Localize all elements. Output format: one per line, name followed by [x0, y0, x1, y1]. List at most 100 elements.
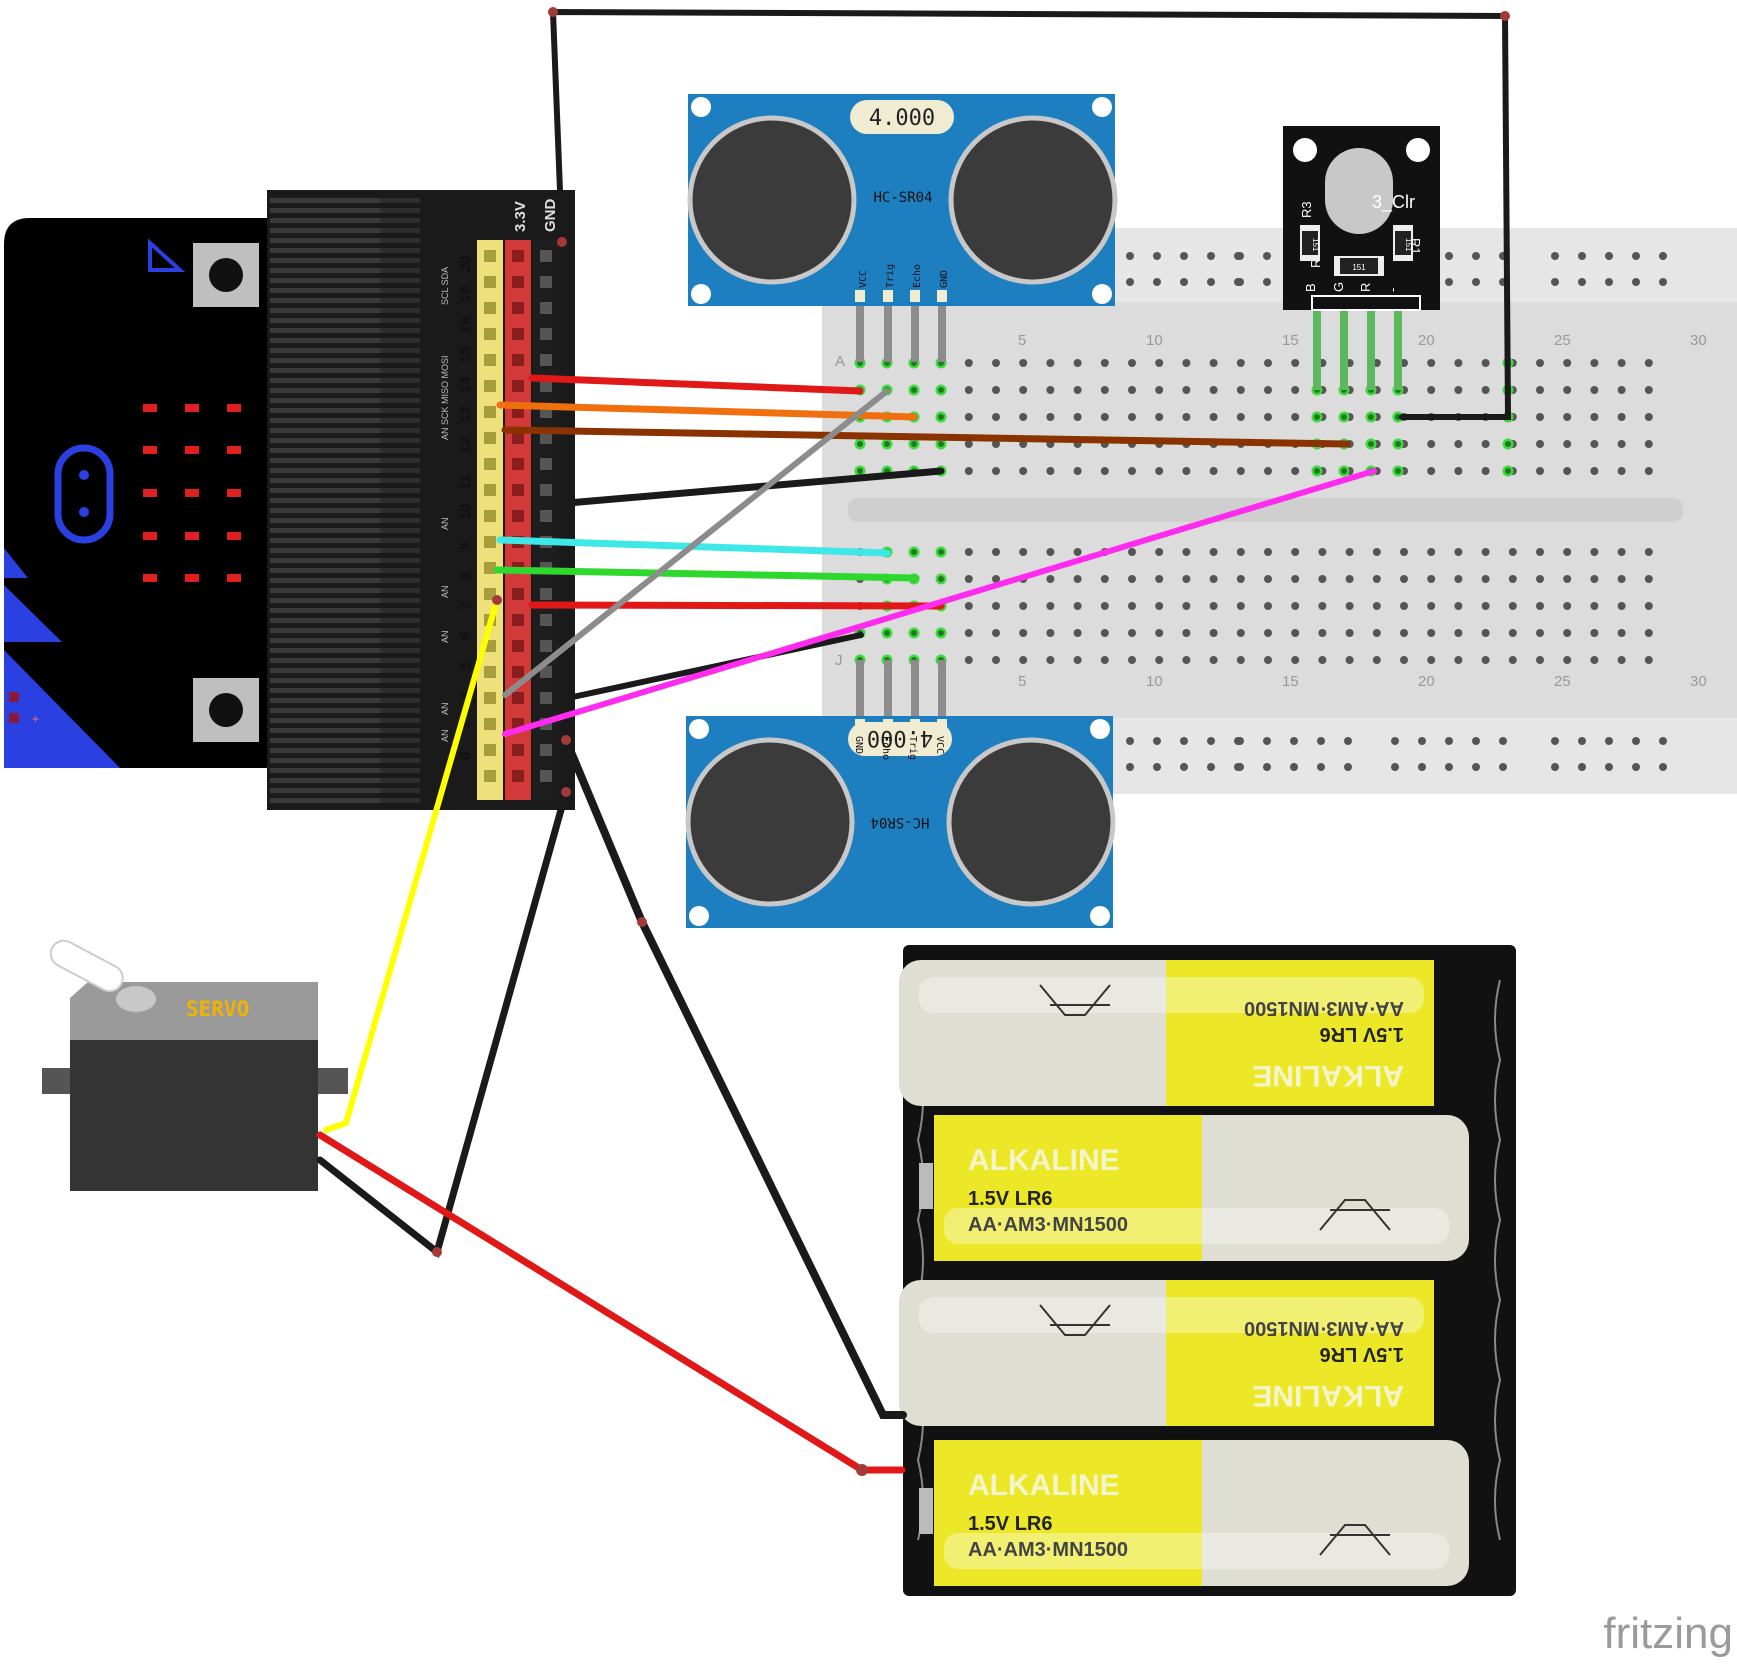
breadboard-hole: [1659, 737, 1667, 745]
wire-magenta: [502, 468, 1377, 737]
cell-label-band: [934, 1115, 1202, 1261]
breadboard-hole: [1236, 413, 1245, 421]
breadboard-hole: [1209, 629, 1218, 637]
breadboard-hole: [1019, 656, 1028, 664]
breadboard-hole: [1207, 278, 1215, 286]
breadboard-hole: [992, 467, 1000, 475]
pin-label: GND: [853, 736, 864, 754]
breadboard-hole: [992, 656, 1000, 664]
breadboard-hole: [1445, 252, 1453, 260]
breadboard-hole: [1073, 413, 1082, 421]
cell-codes: AA·AM3·MN1500: [1244, 1317, 1404, 1339]
edge-pad: [270, 658, 380, 663]
breadboard-hole: [1617, 656, 1626, 664]
sensor-leg: [856, 306, 864, 362]
breadboard-hole: [1263, 278, 1271, 286]
header-pin: [512, 614, 524, 626]
led-pixel: [185, 446, 199, 454]
breadboard-hole: [964, 656, 973, 664]
breadboard-hole: [1128, 656, 1136, 664]
recycle-bin-icon: [1039, 1304, 1111, 1336]
breadboard-hole: [964, 467, 973, 475]
breadboard-hole: [1605, 252, 1613, 260]
breadboard-hole: [1128, 413, 1136, 421]
led-pixel: [143, 489, 157, 497]
breadboard-hole: [1236, 602, 1245, 610]
pin-label: B: [1303, 283, 1318, 292]
wire-joint: [548, 7, 558, 17]
crystal: [848, 722, 952, 756]
pin-number: 7: [457, 602, 474, 610]
breadboard-hole: [1019, 602, 1028, 610]
column-number: 10: [1146, 673, 1163, 690]
mount-hole: [691, 97, 711, 117]
breadboard-hole: [1073, 467, 1082, 475]
edge-pad: [380, 768, 420, 773]
connected-hole-center: [1341, 468, 1347, 474]
header-pin: [484, 770, 496, 782]
breadboard-hole: [1291, 413, 1300, 421]
header-pin: [484, 458, 496, 470]
crystal: [850, 100, 954, 134]
breadboard-hole: [1264, 656, 1272, 664]
edge-pad: [270, 798, 380, 803]
edge-pad: [380, 758, 420, 763]
mount-hole: [1092, 284, 1112, 304]
resistor-code: 151: [1311, 238, 1320, 252]
edge-pad: [380, 538, 420, 543]
wire-brown-led: [501, 426, 1351, 448]
connected-hole-center: [1505, 468, 1511, 474]
breadboard-hole: [1182, 575, 1191, 583]
row-letter-a: A: [835, 353, 845, 370]
breadboard-hole: [1100, 629, 1109, 637]
breadboard-hole: [1019, 548, 1028, 556]
breadboard-hole: [1153, 252, 1161, 260]
breadboard-hole: [1508, 629, 1517, 637]
breadboard-hole: [964, 575, 973, 583]
breadboard-hole: [1617, 467, 1626, 475]
servo-horn: [49, 939, 124, 993]
connected-hole-center: [1395, 468, 1401, 474]
breadboard-hole: [1536, 629, 1544, 637]
breadboard-hole: [1209, 548, 1218, 556]
breadboard-hole: [1481, 440, 1490, 448]
breadboard-hole: [1291, 575, 1300, 583]
breadboard-hole: [1578, 737, 1586, 745]
breadboard-hole: [1180, 252, 1188, 260]
edge-pad: [270, 388, 380, 393]
breadboard-hole: [1536, 656, 1544, 664]
edge-pad: [380, 238, 420, 243]
breadboard-hole: [1344, 737, 1352, 745]
led-pixel: [227, 532, 241, 540]
sensor-leg: [884, 306, 892, 362]
edge-pad: [380, 338, 420, 343]
breadboard-hole: [1345, 602, 1354, 610]
breadboard-hole: [1400, 656, 1408, 664]
button-a[interactable]: [193, 243, 259, 307]
resistor-code: 151: [1404, 238, 1413, 252]
breadboard-hole: [1445, 763, 1453, 771]
breadboard-hole: [1617, 359, 1626, 367]
edge-pad: [270, 478, 380, 483]
wire-green: [493, 566, 920, 582]
breadboard-hole: [1659, 278, 1667, 286]
breadboard-hole: [1155, 602, 1164, 610]
breadboard-hole: [1605, 737, 1613, 745]
button-b[interactable]: [193, 678, 259, 742]
edge-pad: [380, 388, 420, 393]
breadboard-hole: [1264, 467, 1272, 475]
breadboard-hole: [1617, 629, 1626, 637]
breadboard-hole: [1209, 656, 1218, 664]
header-pin: [512, 770, 524, 782]
led-legs: [1313, 306, 1402, 390]
mount-hole: [691, 284, 711, 304]
breadboard-hole: [1644, 575, 1653, 583]
edge-pad: [380, 548, 420, 553]
column-number: 20: [1418, 332, 1435, 349]
battery-cell-3: ALKALINE 1.5V LR6 AA·AM3·MN1500: [899, 1280, 1434, 1426]
led-pixel: [143, 404, 157, 412]
wire-black-gnd-2: [565, 632, 864, 701]
edge-pad: [380, 298, 420, 303]
led-name-label: 3_Clr: [1372, 192, 1415, 213]
led-pixel: [185, 574, 199, 582]
